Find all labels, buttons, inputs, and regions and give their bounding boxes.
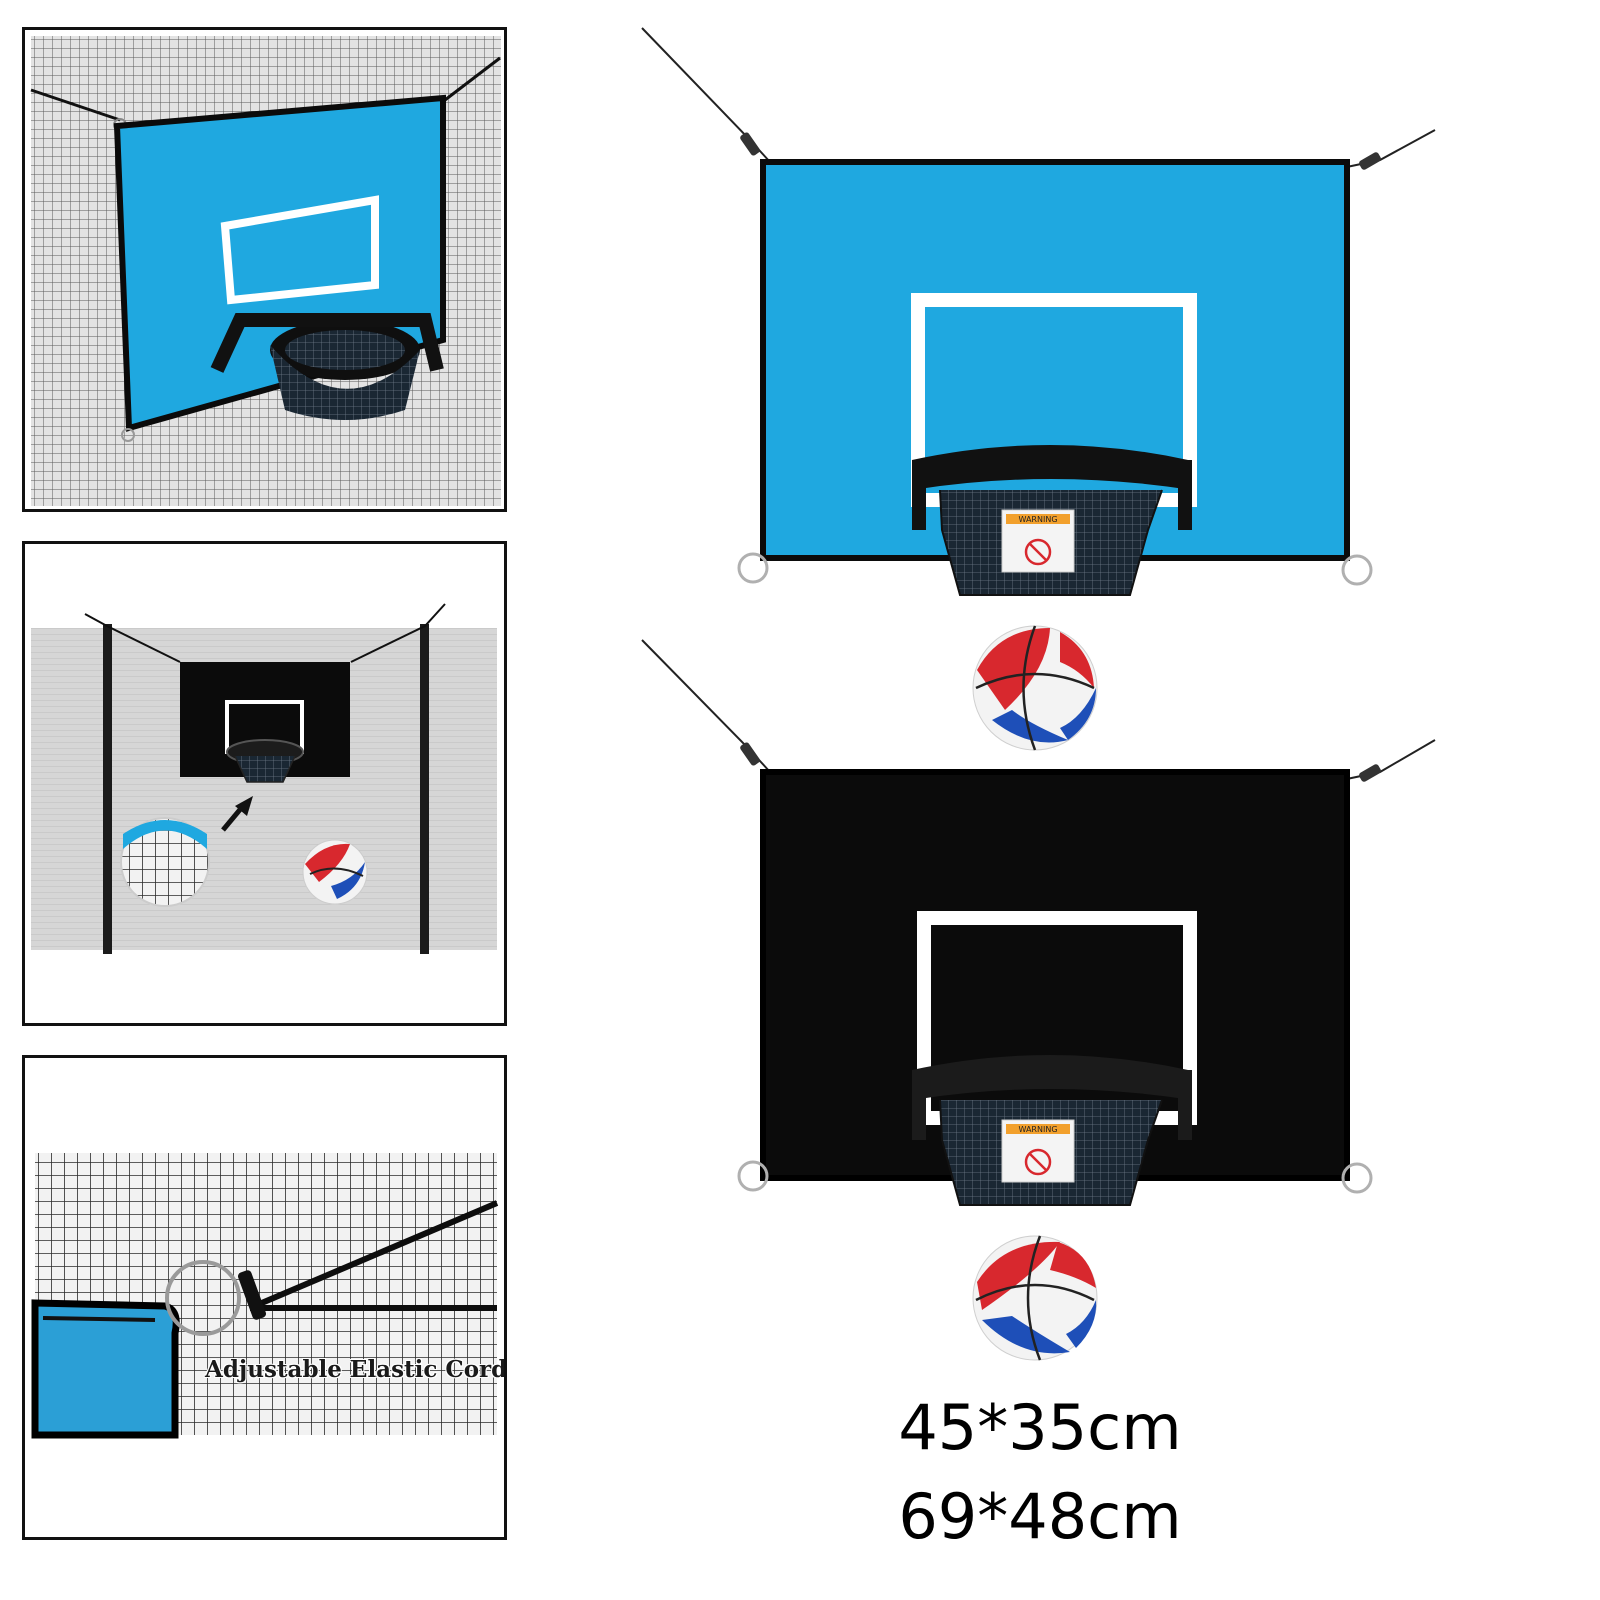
size-label-large: 69*48cm [898, 1480, 1182, 1553]
basketball-2 [972, 1235, 1098, 1361]
installed-board-photo [31, 603, 497, 954]
blue-board-corner [31, 1299, 180, 1439]
warning-tag-text: WARNING [1018, 515, 1057, 524]
size-label-small: 45*35cm [898, 1391, 1182, 1464]
photo-black-board-installed [22, 541, 507, 1026]
basketball-1 [972, 625, 1098, 751]
blue-board-photo [30, 36, 501, 506]
warning-tag-text-2: WARNING [1018, 1125, 1057, 1134]
photo-blue-board-on-net [22, 27, 507, 512]
black-board-variant: WARNING [641, 639, 1436, 1206]
blue-board-variant: WARNING [641, 27, 1436, 596]
photo-elastic-cord-closeup: Adjustable Elastic Cord [22, 1055, 507, 1540]
cord-closeup-photo [31, 1153, 499, 1439]
cord-callout-label: Adjustable Elastic Cord [205, 1356, 507, 1383]
product-variants: WARNING WARNING [641, 27, 1436, 1361]
